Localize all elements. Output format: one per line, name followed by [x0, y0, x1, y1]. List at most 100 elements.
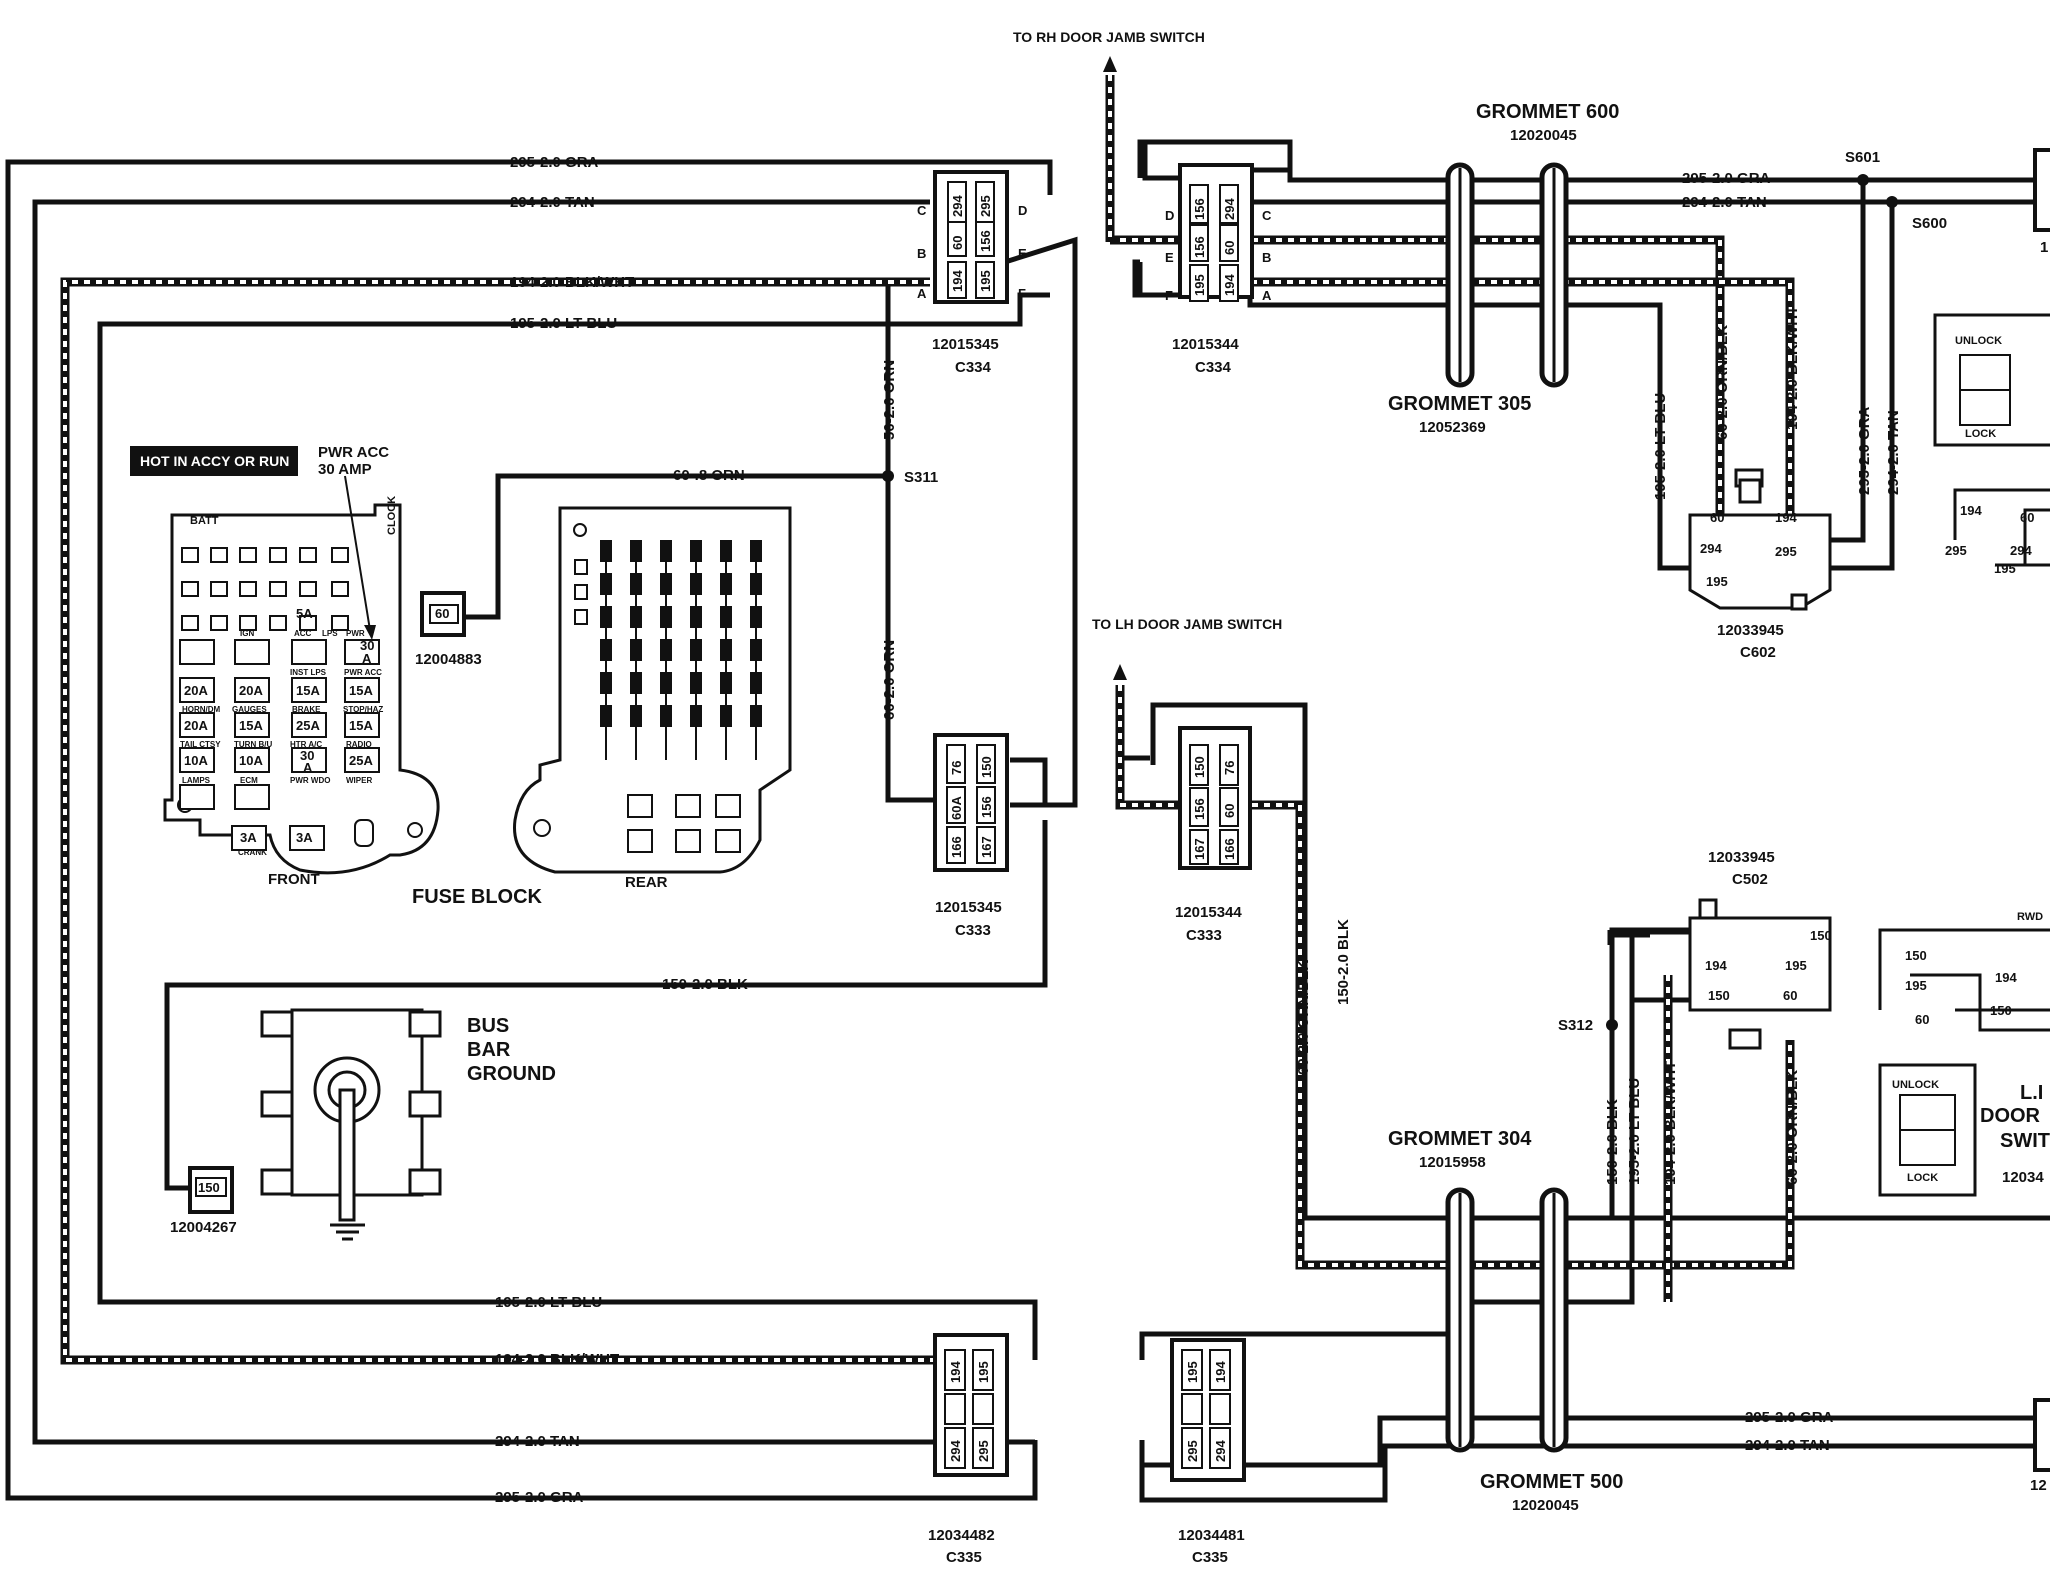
fuse-slot: [291, 747, 327, 773]
fuse-value: 3A: [296, 830, 313, 845]
fuse-socket: [239, 581, 257, 597]
fuse-slot: [179, 712, 215, 738]
connector-c333-right: [1178, 726, 1252, 870]
fuse-label: LAMPS: [182, 776, 211, 785]
wire-label-195-ltblu-bottom: 195-2.0 LT BLU: [495, 1294, 602, 1311]
right-edge-connectors: [2033, 148, 2050, 1472]
pin-label: 194: [1775, 510, 1797, 525]
pin-label: 150: [979, 756, 994, 778]
lh-door-l2: DOOR: [1980, 1105, 2041, 1127]
c334-right-part: 12015344: [1172, 336, 1239, 353]
connector-150: [188, 1166, 234, 1214]
c502-id: C502: [1732, 871, 1768, 888]
pwr-acc-arrow-line: [344, 475, 371, 631]
fuse-label: TAIL CTSY: [180, 740, 221, 749]
conn-lh-bottom-part: 12: [2030, 1477, 2047, 1494]
pin-label: 195: [1994, 561, 2016, 576]
fuse-value: 20A: [184, 718, 208, 733]
fuse-value: 20A: [184, 683, 208, 698]
labels: TO RH DOOR JAMB SWITCH TO LH DOOR JAMB S…: [140, 29, 2050, 1566]
pin-label: 194: [1705, 958, 1727, 973]
fuse-value: 25A: [349, 753, 373, 768]
rear-relay: [675, 794, 701, 818]
fuse-slot: [234, 784, 270, 810]
pin-label: 156: [978, 230, 993, 252]
splice-dots: [882, 174, 1898, 1031]
fuse-slot: [231, 825, 267, 851]
pin-label: 295: [1185, 1440, 1200, 1462]
grommet-304-part: 12015958: [1419, 1154, 1486, 1171]
fuse-slot: [179, 784, 215, 810]
wire-c335r-top: [1139, 1331, 1450, 1360]
fuse-value: 3A: [240, 830, 257, 845]
wire-label-294-tan-v: 294-2.0 TAN: [1885, 410, 1902, 495]
pin-label: F: [1165, 288, 1173, 303]
lh-lock-label: LOCK: [1907, 1172, 1938, 1184]
fuse-label: HORN/DM: [182, 705, 221, 714]
fuse-label: GAUGES: [232, 705, 267, 714]
fuse-slot: [234, 747, 270, 773]
rh-switch-wires: [1953, 488, 2050, 567]
fuse-slot: [179, 639, 215, 665]
splice-s312-dot: [1606, 1019, 1618, 1031]
pin-label: B: [1262, 250, 1271, 265]
fuse-socket: [269, 547, 287, 563]
pin-label: 60: [950, 236, 965, 250]
fuse-slot: [344, 712, 380, 738]
fuse-socket: [299, 547, 317, 563]
pin-label: 156: [1192, 798, 1207, 820]
wire-label-150-blk-mid: 150-2.0 BLK: [1335, 919, 1352, 1005]
lh-lock-switch: [1878, 1063, 1977, 1197]
fuse-value: 5A: [296, 606, 313, 621]
fuse-slot: [344, 747, 380, 773]
wire-label-295-gra-rb: 295-2.0 GRA: [1745, 1409, 1834, 1426]
c334-right-id: C334: [1195, 359, 1232, 376]
wire-label-150-blk-c502: 150-2.0 BLK: [1604, 1099, 1621, 1185]
grommet-304-name: GROMMET 304: [1388, 1128, 1532, 1150]
fuse-label: PWR WDO: [290, 776, 330, 785]
fuse-socket: [181, 581, 199, 597]
grommet-305-name: GROMMET 305: [1388, 393, 1531, 415]
wire-label-195-ltblu-c502: 195-2.0 LT BLU: [1626, 1078, 1643, 1185]
pin-label: E: [1018, 246, 1027, 261]
wire-label-294-tan-bottom: 294-2.0 TAN: [495, 1433, 580, 1450]
fuse-front-label: FRONT: [268, 871, 320, 888]
splice-s600-dot: [1886, 196, 1898, 208]
wire-c333-short: [1010, 757, 1048, 805]
wire-label-60-orn-08: 60-.8 ORN: [673, 467, 745, 484]
rh-unlock-label: UNLOCK: [1955, 335, 2002, 347]
pin-label: E: [1165, 250, 1174, 265]
fuse-slot: [344, 639, 380, 665]
pin-label: 76: [949, 761, 964, 775]
wire-label-294-tan-r: 294-2.0 TAN: [1682, 194, 1767, 211]
lh-door-l3: SWIT: [2000, 1130, 2050, 1152]
c335-right-id: C335: [1192, 1549, 1228, 1566]
wire-label-194-blkwht-v: 194-2.0 BLK/WHT: [1784, 306, 1801, 430]
c602-id: C602: [1740, 644, 1776, 661]
fuse-value: 15A: [239, 718, 263, 733]
wire-195-ltblu-top-right: [1137, 262, 1710, 571]
splice-s600: S600: [1912, 215, 1947, 232]
conn-rh-part: 1: [2040, 239, 2048, 256]
c333-left-id: C333: [955, 922, 991, 939]
pin-label: 194: [948, 1361, 963, 1383]
rear-relay: [715, 829, 741, 853]
fuse-label: CRANK: [238, 848, 267, 857]
rwd-label: RWD: [2017, 911, 2043, 923]
bus-bar-ground: [260, 1008, 442, 1241]
connector-c335-right: [1170, 1338, 1246, 1482]
striped-right-wires: [1105, 75, 1795, 1302]
rh-lock-switch: [1933, 313, 2050, 447]
pin-label: C: [1262, 208, 1272, 223]
pin-label: 194: [950, 270, 965, 292]
conn-150-part: 12004267: [170, 1219, 237, 1236]
pin-label: F: [1018, 286, 1026, 301]
pin-label: 76: [1222, 761, 1237, 775]
fuse-label: LPS: [322, 629, 338, 638]
pin-label: A: [917, 286, 927, 301]
splice-s312: S312: [1558, 1017, 1593, 1034]
pin-label: 294: [1222, 198, 1237, 220]
pin-label: C: [917, 203, 927, 218]
lh-door-l1: L.I: [2020, 1082, 2043, 1104]
